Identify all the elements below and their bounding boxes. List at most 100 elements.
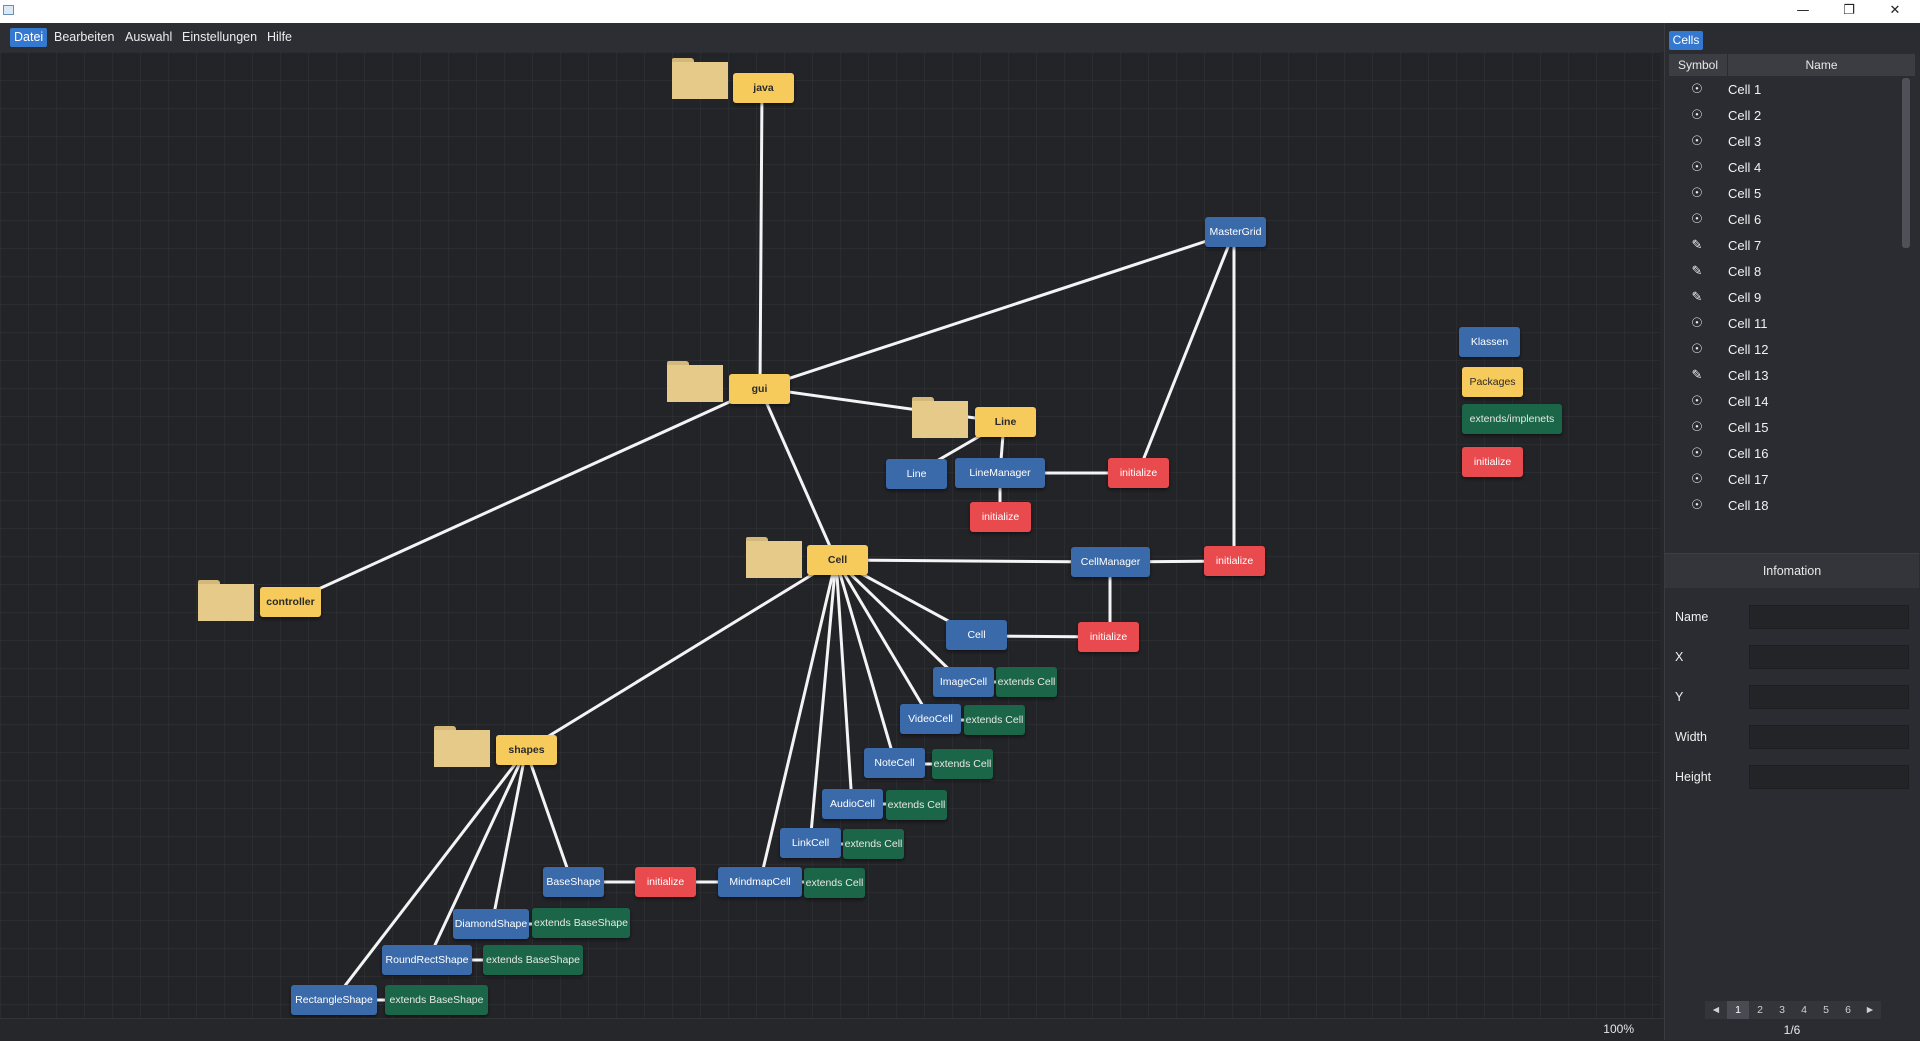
class-videocell[interactable]: VideoCell <box>900 704 961 734</box>
cell-list-item[interactable]: ☉Cell 16 <box>1669 441 1907 467</box>
cell-list-item[interactable]: ☉Cell 4 <box>1669 155 1907 181</box>
method-initialize[interactable]: initialize <box>635 867 696 897</box>
lightbulb-icon: ☉ <box>1691 472 1703 487</box>
menu-hilfe[interactable]: Hilfe <box>267 30 293 44</box>
edge <box>834 558 854 806</box>
cell-list-item[interactable]: ☉Cell 5 <box>1669 181 1907 207</box>
package-gui[interactable]: gui <box>729 374 790 404</box>
cell-name: Cell 17 <box>1728 472 1769 487</box>
class-imagecell[interactable]: ImageCell <box>933 667 994 697</box>
menu-datei[interactable]: Datei <box>10 28 48 47</box>
right-panel: Cells Symbol Name ☉Cell 1☉Cell 2☉Cell 3☉… <box>1664 23 1920 1040</box>
legend-classes: Klassen <box>1459 327 1520 357</box>
folder-icon <box>746 537 802 578</box>
page-1-button[interactable]: 1 <box>1727 1001 1749 1019</box>
cells-list[interactable]: ☉Cell 1☉Cell 2☉Cell 3☉Cell 4☉Cell 5☉Cell… <box>1669 77 1907 545</box>
info-label-height: Height <box>1675 770 1712 784</box>
class-diamondshape[interactable]: DiamondShape <box>453 909 529 939</box>
tab-cells[interactable]: Cells <box>1669 31 1703 50</box>
class-mindmapcell[interactable]: MindmapCell <box>718 867 802 897</box>
extends-badge[interactable]: extends Cell <box>886 790 947 820</box>
page-5-button[interactable]: 5 <box>1815 1001 1837 1019</box>
x-field[interactable] <box>1749 645 1909 669</box>
class-mastergrid[interactable]: MasterGrid <box>1205 217 1266 247</box>
class-rectangleshape[interactable]: RectangleShape <box>291 985 377 1015</box>
cell-list-item[interactable]: ☉Cell 12 <box>1669 337 1907 363</box>
page-4-button[interactable]: 4 <box>1793 1001 1815 1019</box>
class-line[interactable]: Line <box>886 459 947 489</box>
menu-bar: Datei Bearbeiten Auswahl Einstellungen H… <box>0 23 1664 52</box>
package-shapes[interactable]: shapes <box>496 735 557 765</box>
edge <box>490 748 528 926</box>
extends-badge[interactable]: extends Cell <box>932 749 993 779</box>
method-initialize[interactable]: initialize <box>1204 546 1265 576</box>
legend-packages: Packages <box>1462 367 1523 397</box>
lightbulb-icon: ☉ <box>1691 160 1703 175</box>
column-symbol[interactable]: Symbol <box>1669 54 1728 76</box>
extends-badge[interactable]: extends Cell <box>843 829 904 859</box>
menu-auswahl[interactable]: Auswahl <box>125 30 173 44</box>
info-label-width: Width <box>1675 730 1707 744</box>
page-2-button[interactable]: 2 <box>1749 1001 1771 1019</box>
class-notecell[interactable]: NoteCell <box>864 748 925 778</box>
package-line[interactable]: Line <box>975 407 1036 437</box>
method-initialize[interactable]: initialize <box>1108 458 1169 488</box>
minimize-button[interactable]: — <box>1796 3 1810 18</box>
extends-badge[interactable]: extends Cell <box>964 705 1025 735</box>
y-field[interactable] <box>1749 685 1909 709</box>
name-field[interactable] <box>1749 605 1909 629</box>
prev-page-button[interactable]: ◄ <box>1705 1001 1727 1019</box>
next-page-button[interactable]: ► <box>1859 1001 1881 1019</box>
extends-badge[interactable]: extends BaseShape <box>385 985 488 1015</box>
lightbulb-icon: ☉ <box>1691 420 1703 435</box>
cell-list-item[interactable]: ☉Cell 2 <box>1669 103 1907 129</box>
edge <box>808 558 838 846</box>
extends-badge[interactable]: extends Cell <box>804 868 865 898</box>
page-3-button[interactable]: 3 <box>1771 1001 1793 1019</box>
package-java[interactable]: java <box>733 73 794 103</box>
method-initialize[interactable]: initialize <box>970 502 1031 532</box>
extends-badge[interactable]: extends BaseShape <box>483 945 583 975</box>
cell-list-item[interactable]: ✎Cell 7 <box>1669 233 1907 259</box>
cell-list-item[interactable]: ✎Cell 9 <box>1669 285 1907 311</box>
cell-list-item[interactable]: ☉Cell 11 <box>1669 311 1907 337</box>
package-cell[interactable]: Cell <box>807 545 868 575</box>
menu-bearbeiten[interactable]: Bearbeiten <box>54 30 115 44</box>
edge <box>426 748 528 962</box>
cells-list-scrollbar[interactable] <box>1902 78 1910 248</box>
page-6-button[interactable]: 6 <box>1837 1001 1859 1019</box>
height-field[interactable] <box>1749 765 1909 789</box>
cell-list-item[interactable]: ✎Cell 13 <box>1669 363 1907 389</box>
cell-list-item[interactable]: ☉Cell 6 <box>1669 207 1907 233</box>
class-audiocell[interactable]: AudioCell <box>822 789 883 819</box>
restore-button[interactable]: ❐ <box>1843 3 1855 18</box>
cell-list-item[interactable]: ☉Cell 1 <box>1669 77 1907 103</box>
cells-table-header: Symbol Name <box>1669 54 1915 76</box>
extends-badge[interactable]: extends BaseShape <box>532 908 630 938</box>
title-bar: — ❐ ✕ <box>0 0 1920 23</box>
package-controller[interactable]: controller <box>260 587 321 617</box>
cell-name: Cell 16 <box>1728 446 1769 461</box>
class-baseshape[interactable]: BaseShape <box>543 867 604 897</box>
width-field[interactable] <box>1749 725 1909 749</box>
class-cellmanager[interactable]: CellManager <box>1071 547 1150 577</box>
edge <box>332 748 528 1002</box>
cell-list-item[interactable]: ☉ Cell 17 <box>1669 467 1907 493</box>
cell-list-item[interactable]: ☉Cell 14 <box>1669 389 1907 415</box>
method-initialize[interactable]: initialize <box>1078 622 1139 652</box>
menu-einstellungen[interactable]: Einstellungen <box>182 30 258 44</box>
diagram-canvas[interactable]: java gui Line Cell controller shapes Mas… <box>0 52 1660 1018</box>
class-roundrectshape[interactable]: RoundRectShape <box>382 945 472 975</box>
cell-list-item[interactable]: ☉Cell 3 <box>1669 129 1907 155</box>
close-button[interactable]: ✕ <box>1889 3 1901 18</box>
class-linkcell[interactable]: LinkCell <box>780 828 841 858</box>
cell-list-item[interactable]: ✎Cell 8 <box>1669 259 1907 285</box>
class-cell[interactable]: Cell <box>946 620 1007 650</box>
column-name[interactable]: Name <box>1805 58 1838 72</box>
lightbulb-icon: ☉ <box>1691 108 1703 123</box>
edge <box>758 230 1236 390</box>
cell-list-item[interactable]: ☉Cell 15 <box>1669 415 1907 441</box>
cell-list-item[interactable]: ☉Cell 18 <box>1669 493 1907 519</box>
class-linemanager[interactable]: LineManager <box>955 458 1045 488</box>
extends-badge[interactable]: extends Cell <box>996 667 1057 697</box>
